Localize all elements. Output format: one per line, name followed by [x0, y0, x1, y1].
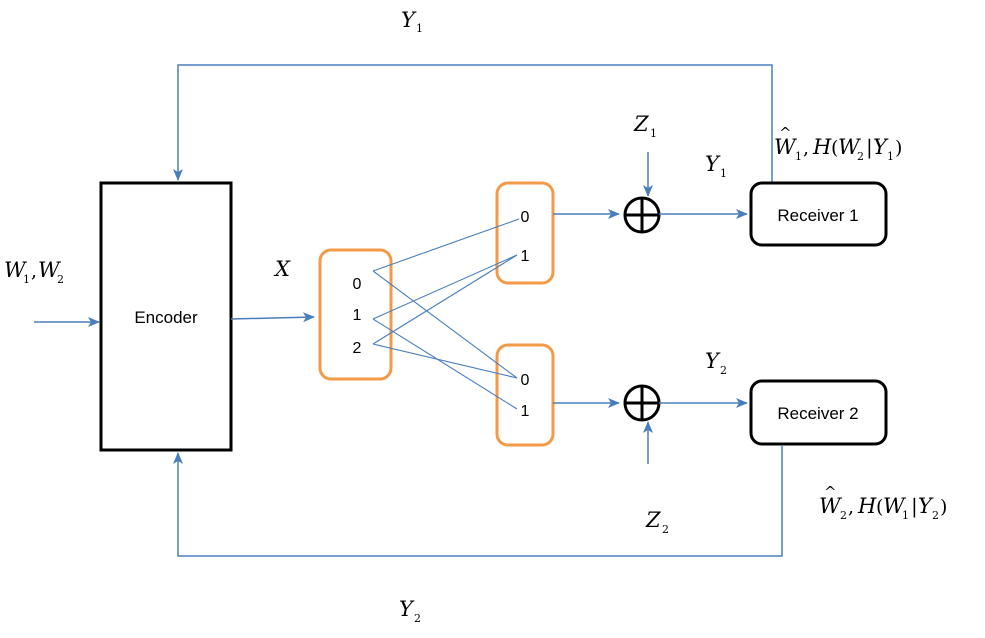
svg-text:W: W — [838, 135, 862, 159]
transition-1-to-y2-1 — [372, 318, 518, 410]
svg-text:(: ( — [876, 496, 883, 518]
transition-1-to-y1-1 — [372, 254, 518, 320]
input-symbol-0: 0 — [353, 276, 362, 293]
svg-text:Y: Y — [918, 494, 934, 518]
adder-1 — [623, 196, 661, 234]
svg-text:Y: Y — [705, 152, 721, 176]
svg-text:2: 2 — [662, 523, 669, 536]
svg-text:^: ^ — [824, 483, 837, 501]
receiver2-y2-label: Y 2 — [705, 349, 727, 377]
encoder-output-arrow — [230, 312, 315, 323]
svg-text:1: 1 — [902, 509, 909, 522]
receiver-1-label: Receiver 1 — [777, 206, 858, 225]
receiver-2-block — [749, 379, 888, 446]
output2-symbol-1: 1 — [521, 403, 530, 420]
svg-text:): ) — [940, 496, 947, 518]
noise-z2-label: Z 2 — [645, 508, 669, 536]
encoder-block — [99, 181, 233, 452]
transition-0-to-y1-0 — [372, 218, 520, 272]
svg-text:|: | — [911, 494, 918, 519]
input-symbol-1: 1 — [353, 307, 362, 324]
transition-lines — [372, 218, 520, 410]
transition-2-to-y2-0 — [372, 343, 518, 379]
svg-text:H: H — [857, 494, 877, 518]
receiver1-output-label: ^ W 1 , H ( W 2 | Y 1 ) — [774, 124, 902, 163]
svg-text:Z: Z — [645, 508, 661, 532]
svg-text:|: | — [866, 135, 873, 160]
noise-z1-label: Z 1 — [633, 112, 657, 140]
svg-text:H: H — [812, 135, 832, 159]
feedback-line-y2 — [173, 446, 783, 557]
svg-text:Y: Y — [873, 135, 889, 159]
svg-text:2: 2 — [720, 364, 727, 377]
svg-text:,: , — [803, 137, 809, 159]
input-alphabet-box — [318, 248, 393, 381]
svg-text:W: W — [774, 135, 798, 159]
svg-text:1: 1 — [887, 150, 894, 163]
receiver1-y1-label: Y 1 — [705, 152, 727, 180]
receiver-1-block — [749, 181, 888, 247]
svg-text:Y: Y — [399, 597, 415, 621]
output1-alphabet-box — [495, 181, 555, 285]
encoder-label: Encoder — [134, 308, 198, 327]
svg-text:^: ^ — [779, 124, 792, 142]
adder-2 — [623, 384, 661, 422]
output1-symbol-0: 0 — [521, 209, 530, 226]
svg-text:W: W — [819, 494, 843, 518]
svg-text:W: W — [4, 258, 28, 282]
message-input-label: W 1 , W 2 — [4, 258, 64, 286]
output2-symbol-0: 0 — [521, 372, 530, 389]
svg-text:1: 1 — [720, 167, 727, 180]
svg-text:2: 2 — [932, 509, 939, 522]
svg-text:1: 1 — [23, 273, 30, 286]
svg-text:2: 2 — [57, 273, 64, 286]
svg-text:W: W — [883, 494, 907, 518]
svg-text:1: 1 — [795, 150, 802, 163]
svg-text:Y: Y — [401, 8, 417, 32]
input-symbol-2: 2 — [353, 340, 362, 357]
receiver-2-label: Receiver 2 — [777, 404, 858, 423]
svg-text:,: , — [848, 496, 854, 518]
feedback-y1-label: Y 1 — [401, 8, 423, 35]
output2-alphabet-box — [495, 343, 555, 447]
output1-symbol-1: 1 — [521, 248, 530, 265]
channel-input-x-label: X — [273, 257, 291, 281]
svg-text:): ) — [895, 137, 902, 159]
svg-text:Y: Y — [705, 349, 721, 373]
svg-text:(: ( — [831, 137, 838, 159]
transition-2-to-y1-1 — [372, 254, 518, 345]
receiver2-output-label: ^ W 2 , H ( W 1 | Y 2 ) — [819, 483, 947, 522]
svg-text:1: 1 — [416, 22, 423, 35]
svg-text:2: 2 — [414, 612, 421, 625]
svg-text:Z: Z — [633, 112, 649, 136]
svg-text:2: 2 — [857, 150, 864, 163]
feedback-y2-label: Y 2 — [399, 597, 421, 625]
svg-text:,: , — [31, 260, 37, 282]
feedback-line-y1 — [173, 64, 773, 183]
transition-0-to-y2-0 — [372, 270, 518, 379]
svg-text:W: W — [38, 258, 62, 282]
svg-text:1: 1 — [650, 127, 657, 140]
svg-text:2: 2 — [840, 509, 847, 522]
